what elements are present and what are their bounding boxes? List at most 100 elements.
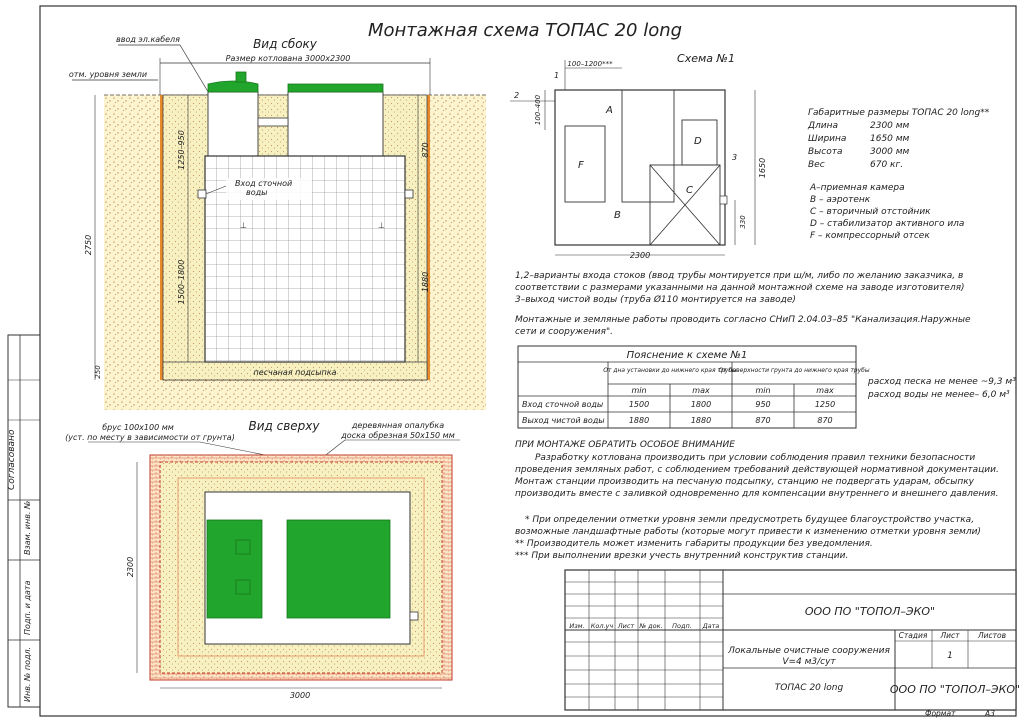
side-stamp-approved: Согласовано xyxy=(7,429,17,490)
hatch-icon-1 xyxy=(235,539,251,555)
stamp-company: ООО ПО "ТОПОЛ–ЭКО" xyxy=(805,605,935,618)
pit-size-label: Размер котлована 3000х2300 xyxy=(226,54,351,63)
outlet-pipe-top xyxy=(409,611,419,621)
stamp-format-label: Формат xyxy=(925,709,956,718)
dim-1880: 1880 xyxy=(421,272,430,292)
stamp-object-2: V=4 м3/сут xyxy=(782,657,836,667)
marker-1: 1 xyxy=(554,71,559,80)
legend-A: A–приемная камера xyxy=(809,183,905,193)
stamp-sheet-header: Лист xyxy=(939,631,960,640)
explanation-table: Пояснение к схеме №1 От дна установки до… xyxy=(517,345,1016,429)
table-row2-v1: 1880 xyxy=(629,416,649,425)
footnote-1: * При определении отметки уровня земли п… xyxy=(525,515,974,525)
table-row1-v3: 950 xyxy=(755,400,770,409)
warning-line-1: Разработку котлована производить при усл… xyxy=(535,453,975,463)
stamp-stage-header: Стадия xyxy=(899,631,928,640)
beam-note: (уст. по месту в зависимости от грунта) xyxy=(65,433,235,442)
footnote-2: возможные ландшафтные работы (которые мо… xyxy=(515,527,981,537)
stamp-col-sheet: Лист xyxy=(617,622,635,630)
dim-2750: 2750 xyxy=(84,235,93,255)
table-row2-v4: 870 xyxy=(817,416,832,425)
footnote-4: *** При выполнении врезки учесть внутрен… xyxy=(515,551,848,561)
water-volume: расход воды не менее– 6,0 м³ xyxy=(867,390,1010,400)
drawing-title: Монтажная схема ТОПАС 20 long xyxy=(368,20,682,41)
spec-height-value: 3000 мм xyxy=(870,147,910,157)
table-group-2: От поверхности грунта до нижнего края тр… xyxy=(718,367,869,374)
neck-left xyxy=(207,91,259,157)
stamp-format-value: А3 xyxy=(984,709,995,718)
spec-length-name: Длина xyxy=(807,121,838,131)
spec-width-value: 1650 мм xyxy=(870,134,910,144)
warning-line-4: производить вместе с заливкой одновремен… xyxy=(515,489,998,499)
compartment-A-inner xyxy=(621,89,675,203)
works-line-1: Монтажные и земляные работы проводить со… xyxy=(515,315,971,325)
dim-top-range: 100–1200*** xyxy=(567,60,613,68)
legend-F: F – компрессорный отсек xyxy=(810,231,930,241)
lid-right xyxy=(287,83,384,93)
dim-2300-top: 2300 xyxy=(126,557,135,577)
top-view-title: Вид сверху xyxy=(248,419,320,433)
airlift-icon: ⊥ xyxy=(240,221,247,230)
formwork-right xyxy=(427,95,430,380)
dim-100-400: 100–400 xyxy=(534,94,542,125)
warning-line-2: проведения земляных работ, с соблюдением… xyxy=(515,465,999,475)
stamp-object-1: Локальные очистные сооружения xyxy=(727,646,890,656)
sand-bed-label: песчаная подсыпка xyxy=(253,368,336,377)
side-view-title: Вид сбоку xyxy=(253,37,318,51)
sand-volume: расход песка не менее ~9,3 м³ xyxy=(867,377,1016,387)
inlet-label-line1: Вход сточной xyxy=(235,179,292,188)
inlet-pipe xyxy=(197,189,207,199)
outlet-pipe-plan xyxy=(719,195,728,205)
table-row1-label: Вход сточной воды xyxy=(522,400,603,409)
table-sub-min-2: min xyxy=(755,386,770,395)
table-sub-max-1: max xyxy=(692,386,710,395)
side-stamp-sign-date: Подп. и дата xyxy=(23,580,32,635)
spec-width-name: Ширина xyxy=(808,134,846,144)
variants-line-2: соответствии с размерами указанными на д… xyxy=(515,283,965,293)
side-stamp-replacement: Взам. инв. № xyxy=(23,501,32,555)
lid-left xyxy=(207,80,259,93)
compressor-vent xyxy=(235,71,247,83)
dim-330: 330 xyxy=(739,215,747,229)
notes-block: 1,2–варианты входа стоков (ввод трубы мо… xyxy=(515,271,971,337)
label-B: B xyxy=(614,210,621,221)
variants-line-3: 3–выход чистой воды (труба Ø110 монтируе… xyxy=(515,294,796,305)
ground-level-label: отм. уровня земли xyxy=(69,70,147,79)
specs-title: Габаритные размеры ТОПАС 20 long** xyxy=(808,108,990,118)
table-row2-v3: 870 xyxy=(755,416,770,425)
stamp-company-2: ООО ПО "ТОПОЛ–ЭКО" xyxy=(890,683,1020,696)
dim-3000-top: 3000 xyxy=(290,691,310,700)
marker-3: 3 xyxy=(732,153,737,162)
compartment-F xyxy=(564,125,606,203)
works-line-2: сети и сооружения". xyxy=(515,327,613,337)
label-A: A xyxy=(605,105,613,116)
dim-250: 250 xyxy=(94,365,102,379)
table-row1-v1: 1500 xyxy=(629,400,649,409)
inlet-label-line2: воды xyxy=(246,188,267,197)
side-stamp-inventory: Инв. № подл. xyxy=(23,647,32,702)
label-D: D xyxy=(694,136,702,147)
stamp-product: ТОПАС 20 long xyxy=(775,683,844,693)
soil-bottom xyxy=(104,380,486,410)
spec-weight-value: 670 кг. xyxy=(870,160,903,170)
airlift-icon-2: ⊥ xyxy=(378,221,385,230)
scheme-1: Схема №1 100–1200*** 1 2 3 A B C D F 100… xyxy=(510,52,767,260)
neck-right xyxy=(287,91,384,157)
lid-small-top xyxy=(206,519,263,619)
legend-D: D – стабилизатор активного ила xyxy=(810,219,964,229)
stamp-col-change: Изм. xyxy=(569,622,584,630)
stamp-col-date: Дата xyxy=(702,622,720,630)
stamp-col-sign: Подп. xyxy=(672,622,692,630)
spec-length-value: 2300 мм xyxy=(870,121,910,131)
stamp-sheets-header: Листов xyxy=(977,631,1006,640)
stamp-sheet-number: 1 xyxy=(947,651,953,661)
marker-2: 2 xyxy=(514,91,519,100)
dim-1500-1800: 1500–1800 xyxy=(177,260,186,305)
formwork-left xyxy=(160,95,163,380)
dim-1250-950: 1250–950 xyxy=(177,130,186,170)
footnote-3: ** Производитель может изменить габариты… xyxy=(515,539,873,549)
label-F: F xyxy=(578,160,584,171)
stamp-col-doc: № док. xyxy=(638,622,662,630)
compartment-C xyxy=(649,164,721,246)
